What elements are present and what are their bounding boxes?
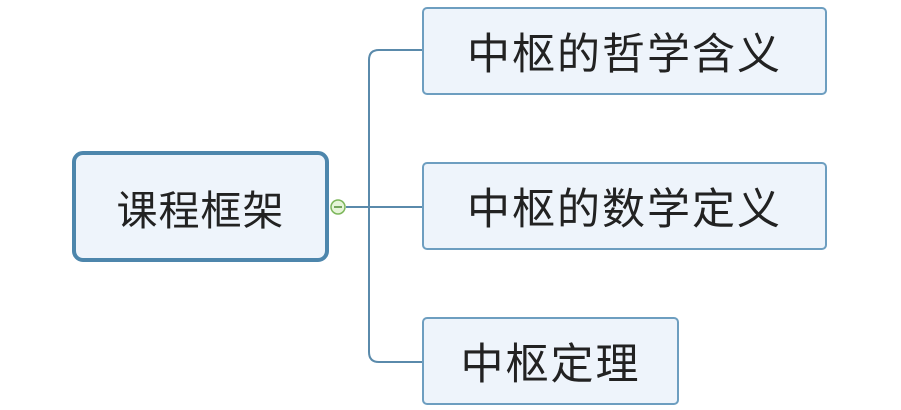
subtopic-label: 中枢的数学定义: [467, 185, 782, 235]
collapse-toggle-icon[interactable]: [330, 199, 346, 215]
subtopic-philosophical-meaning[interactable]: 中枢的哲学含义: [422, 7, 827, 95]
root-topic-label: 课程框架: [116, 186, 285, 235]
subtopic-label: 中枢的哲学含义: [467, 30, 782, 80]
subtopic-mathematical-definition[interactable]: 中枢的数学定义: [422, 162, 827, 250]
subtopic-theorem[interactable]: 中枢定理: [422, 317, 679, 405]
subtopic-label: 中枢定理: [460, 340, 641, 390]
root-topic[interactable]: 课程框架: [72, 151, 329, 262]
